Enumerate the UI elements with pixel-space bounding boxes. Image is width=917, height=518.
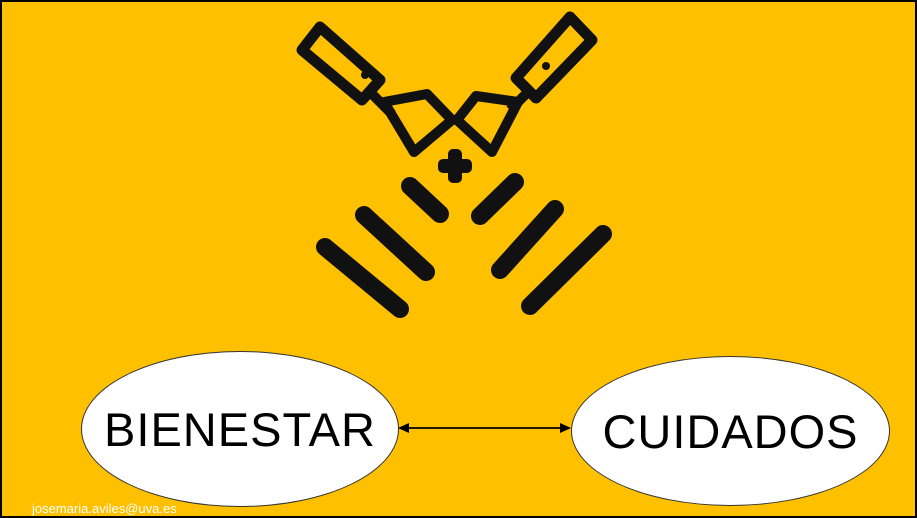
cross-icon [438, 149, 472, 183]
left-scraper-icon [296, 21, 457, 157]
node-cuidados-label: CUIDADOS [602, 404, 859, 458]
node-cuidados: CUIDADOS [571, 356, 890, 506]
node-bienestar: BIENESTAR [81, 351, 399, 507]
stripes-icon [316, 173, 612, 318]
right-scraper-icon [452, 11, 598, 157]
node-bienestar-label: BIENESTAR [104, 402, 376, 456]
footer-email: josemaria.aviles@uva.es [32, 501, 177, 516]
